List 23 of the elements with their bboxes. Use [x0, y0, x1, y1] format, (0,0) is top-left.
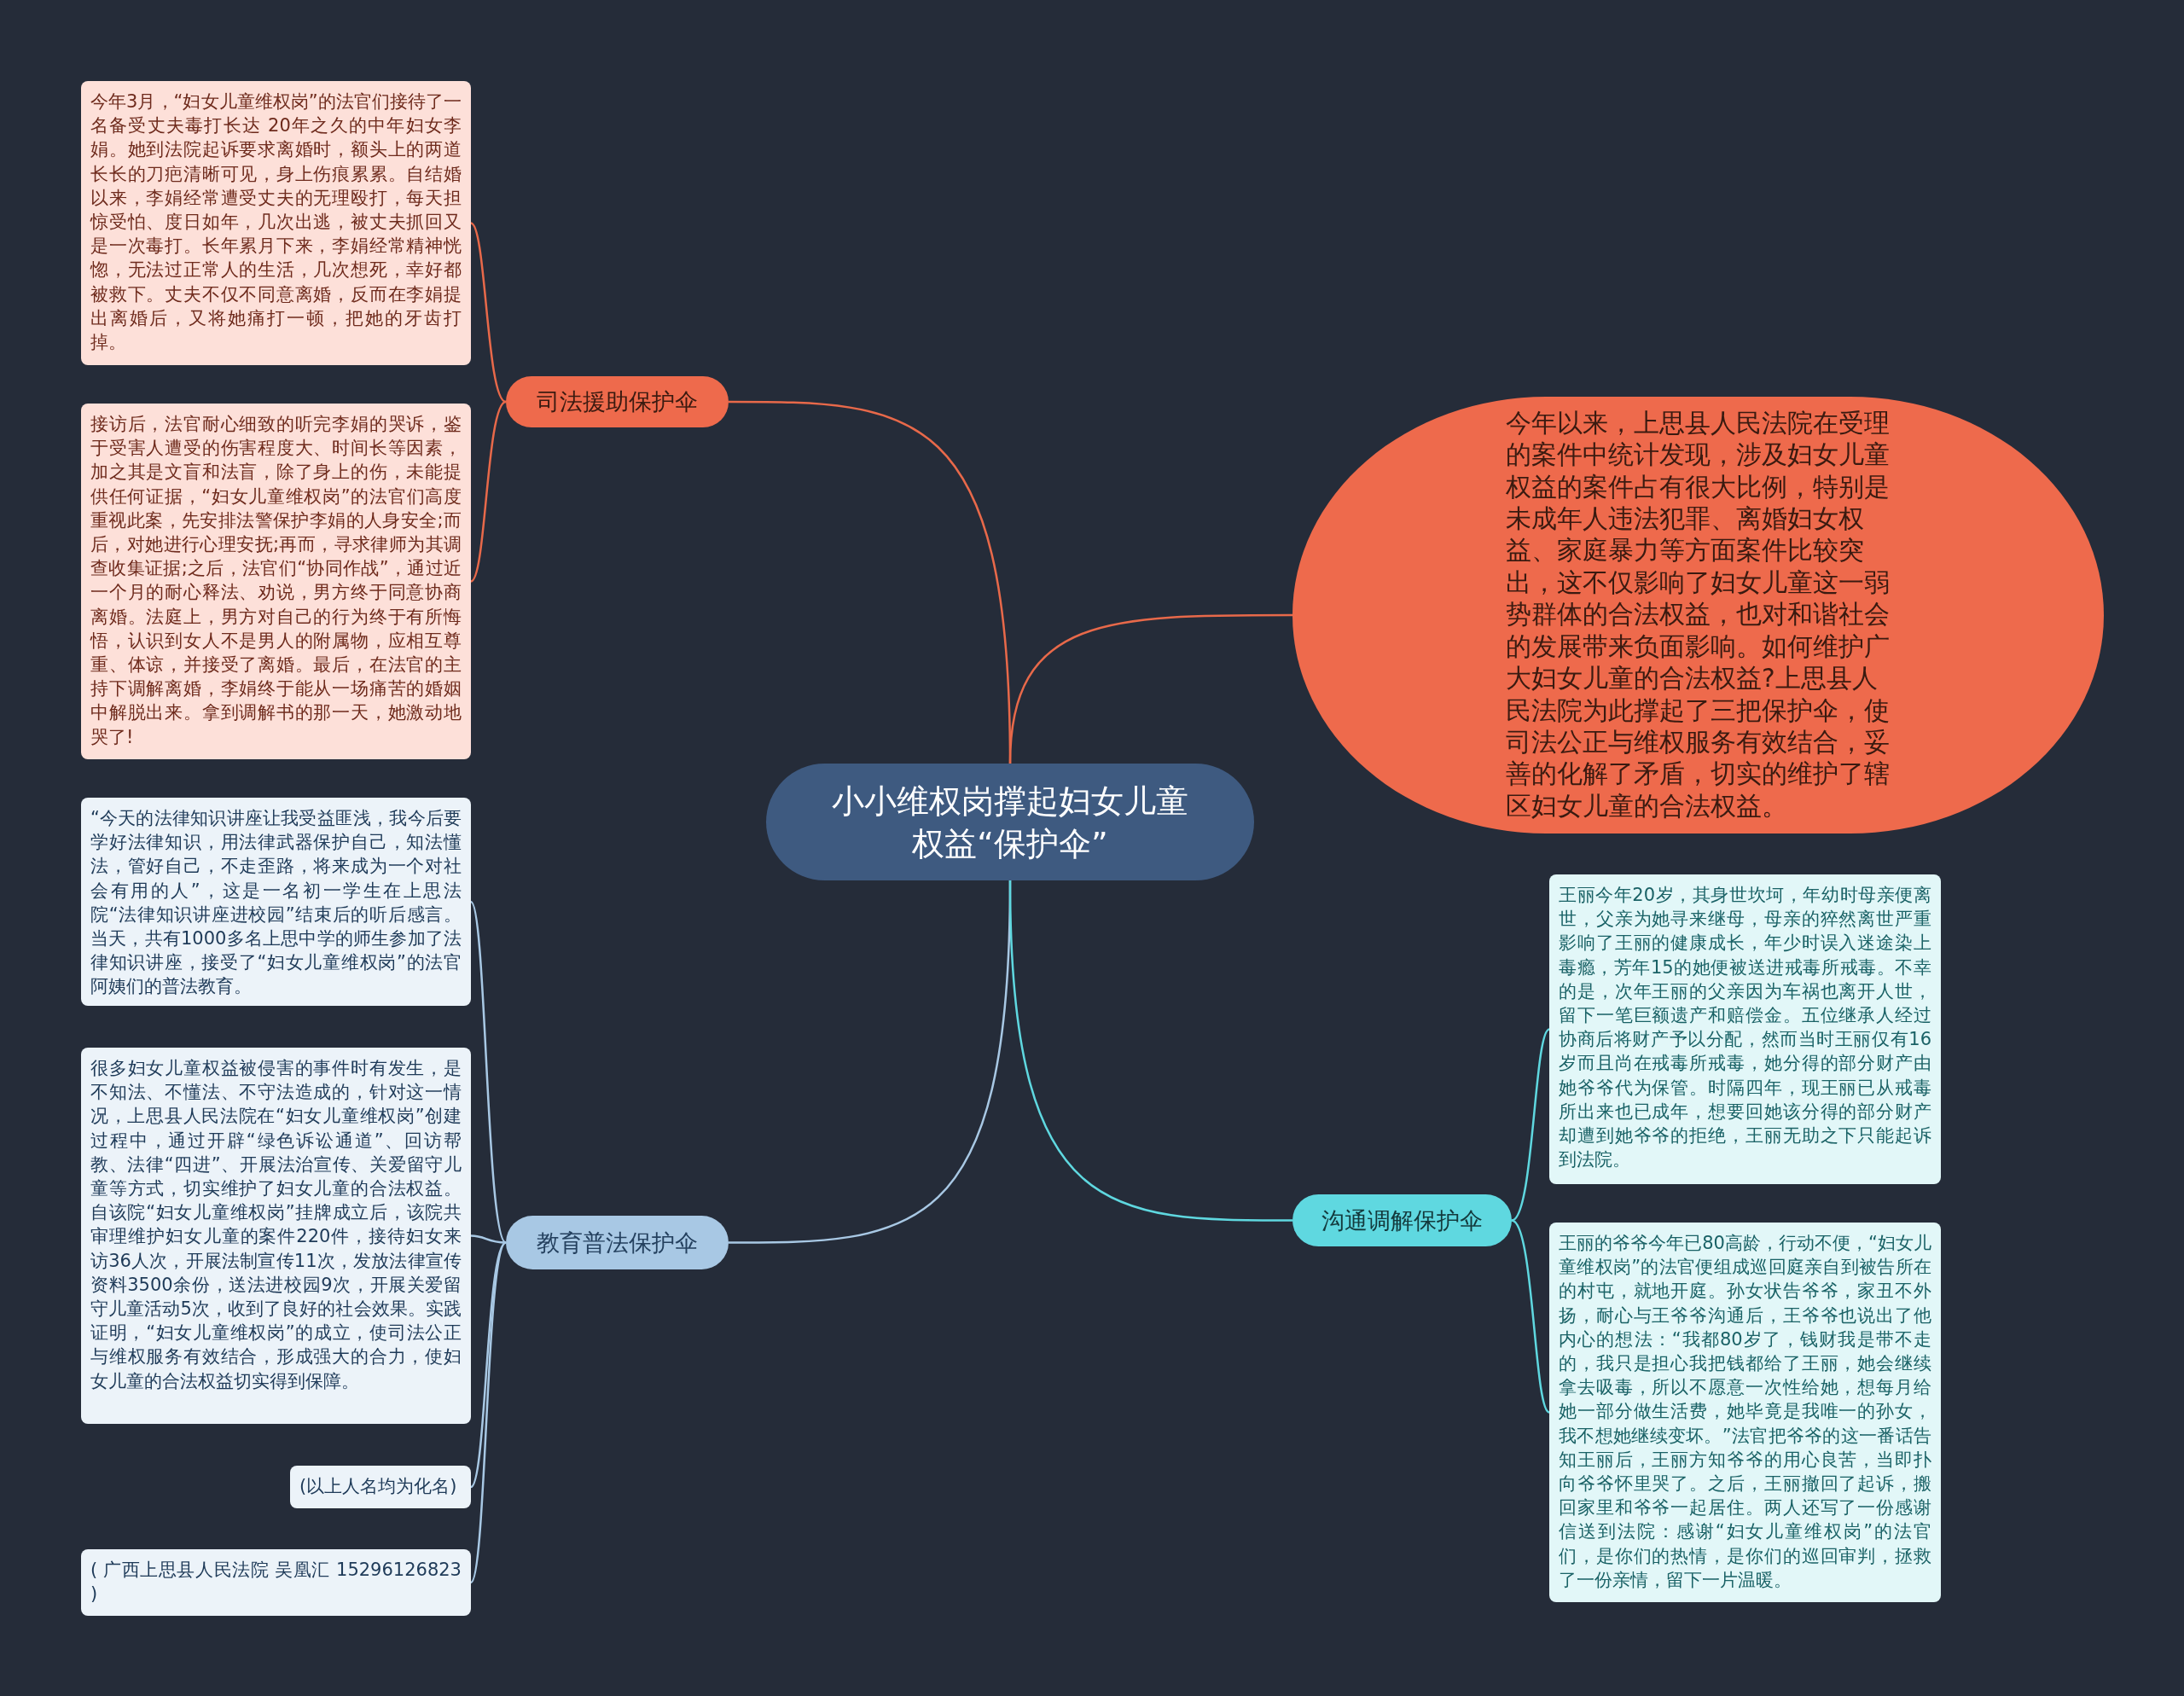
connector-line [1008, 880, 1292, 1222]
connector-line [1511, 1219, 1550, 1414]
note-card: 接访后，法官耐心细致的听完李娟的哭诉，鉴于受害人遭受的伤害程度大、时间长等因素，加之其是文盲和法盲，除了身上的伤，未能提供任何证据，“妇女儿童维权岗”的法官们高度重视此案，先安排法警保护李娟的人身安全;而后，对她进行心理安抚;再而，寻求律师为其调查收集证据;之后，法官们“协同作战”，通过近一个月的耐心释法、劝说，男方终于同意协商离婚。法庭上，男方对自己的行为终于有所悔悟，认识到女人不是男人的附属物，应相互尊重、体谅，并接受了离婚。最后，在法官的主持下调解离婚，李娟终于能从一场痛苦的婚姻中解脱出来。拿到调解书的那一天，她激动地哭了! [81, 404, 471, 759]
connector-line [470, 1241, 507, 1488]
connector-line [469, 1241, 508, 1583]
connector-line [470, 401, 507, 583]
topic-pill: 小小维权岗撑起妇女儿童权益“保护伞” [766, 764, 1254, 880]
connector-line [1008, 613, 1292, 764]
note-card: 今年3月，“妇女儿童维权岗”的法官们接待了一名备受丈夫毒打长达 20年之久的中年妇女李娟。她到法院起诉要求离婚时，额头上的两道长长的刀疤清晰可见，身上伤痕累累。自结婚以来，李娟经常遭受丈夫的无理殴打，每天担惊受怕、度日如年，几次出逃，被丈夫抓回又是一次毒打。长年累月下来，李娟经常精神恍惚，无法过正常人的生活，几次想死，幸好都被救下。丈夫不仅不同意离婚，反而在李娟提出离婚后，又将她痛打一顿，把她的牙齿打掉。 [81, 81, 471, 365]
summary-text: 今年以来，上思县人民法院在受理的案件中统计发现，涉及妇女儿童权益的案件占有很大比例，特别是未成年人违法犯罪、离婚妇女权益、家庭暴力等方面案件比较突出，这不仅影响了妇女儿童这一弱势群体的合法权益，也对和谐社会的发展带来负面影响。如何维护广大妇女儿童的合法权益?上思县人民法院为此撑起了三把保护伞，使司法公正与维权服务有效结合，妥善的化解了矛盾，切实的维护了辖区妇女儿童的合法权益。 [1506, 407, 1891, 822]
connector-line [1511, 1028, 1550, 1222]
note-card: 王丽的爷爷今年已80高龄，行动不便，“妇女儿童维权岗”的法官便组成巡回庭亲自到被告所在的村屯，就地开庭。孙女状告爷爷，家丑不外扬，耐心与王爷爷沟通后，王爷爷也说出了他内心的想法：“我都80岁了，钱财我是带不走的，我只是担心我把钱都给了王丽，她会继续拿去吸毒，所以不愿意一次性给她，想每月给她一部分做生活费，她毕竟是我唯一的孙女，我不想她继续变坏。”法官把爷爷的这一番话告知王丽后，王丽方知爷爷的用心良苦，当即扑向爷爷怀里哭了。之后，王丽撤回了起诉，搬回家里和爷爷一起居住。两人还写了一份感谢信送到法院：感谢“妇女儿童维权岗”的法官们，是你们的热情，是你们的巡回审判，拯救了一份亲情，留下一片温暖。 [1549, 1223, 1941, 1602]
branch-pill: 沟通调解保护伞 [1292, 1194, 1512, 1246]
connector-line [470, 222, 507, 403]
note-card: (以上人名均为化名) [290, 1466, 471, 1508]
note-card: “今天的法律知识讲座让我受益匪浅，我今后要学好法律知识，用法律武器保护自己，知法懂法，管好自己，不走歪路，将来成为一个对社会有用的人”，这是一名初一学生在上思法院“法律知识讲座进校园”结束后的听后感言。当天，共有1000多名上思中学的师生参加了法律知识讲座，接受了“妇女儿童维权岗”的法官阿姨们的普法教育。 [81, 798, 471, 1006]
branch-pill: 司法援助保护伞 [506, 376, 729, 427]
branch-pill: 教育普法保护伞 [506, 1216, 729, 1269]
connector-line [469, 901, 508, 1244]
note-card: 王丽今年20岁，其身世坎坷，年幼时母亲便离世，父亲为她寻来继母，母亲的猝然离世严重影响了王丽的健康成长，年少时误入迷途染上毒瘾，芳年15的她便被送进戒毒所戒毒。不幸的是，次年王丽的父亲因为车祸也离开人世，留下一笔巨额遗产和赔偿金。五位继承人经过协商后将财产予以分配，然而当时王丽仅有16岁而且尚在戒毒所戒毒，她分得的部分财产由她爷爷代为保管。时隔四年，现王丽已从戒毒所出来也已成年，想要回她该分得的部分财产却遭到她爷爷的拒绝，王丽无助之下只能起诉到法院。 [1549, 874, 1941, 1184]
connector-line [470, 1234, 507, 1244]
note-card: 很多妇女儿童权益被侵害的事件时有发生，是不知法、不懂法、不守法造成的，针对这一情况，上思县人民法院在“妇女儿童维权岗”创建过程中，通过开辟“绿色诉讼通道”、回访帮教、法律“四进”、开展法治宣传、关爱留守儿童等方式，切实维护了妇女儿童的合法权益。自该院“妇女儿童维权岗”挂牌成立后，该院共审理维护妇女儿童的案件220件，接待妇女来访36人次，开展法制宣传11次，发放法律宣传资料3500余份，送法进校园9次，开展关爱留守儿童活动5次，收到了良好的社会效果。实践证明，“妇女儿童维权岗”的成立，使司法公正与维权服务有效结合，形成强大的合力，使妇女儿童的合法权益切实得到保障。 [81, 1048, 471, 1424]
note-card: ( 广西上思县人民法院 吴凰汇 15296126823 ) [81, 1549, 471, 1616]
